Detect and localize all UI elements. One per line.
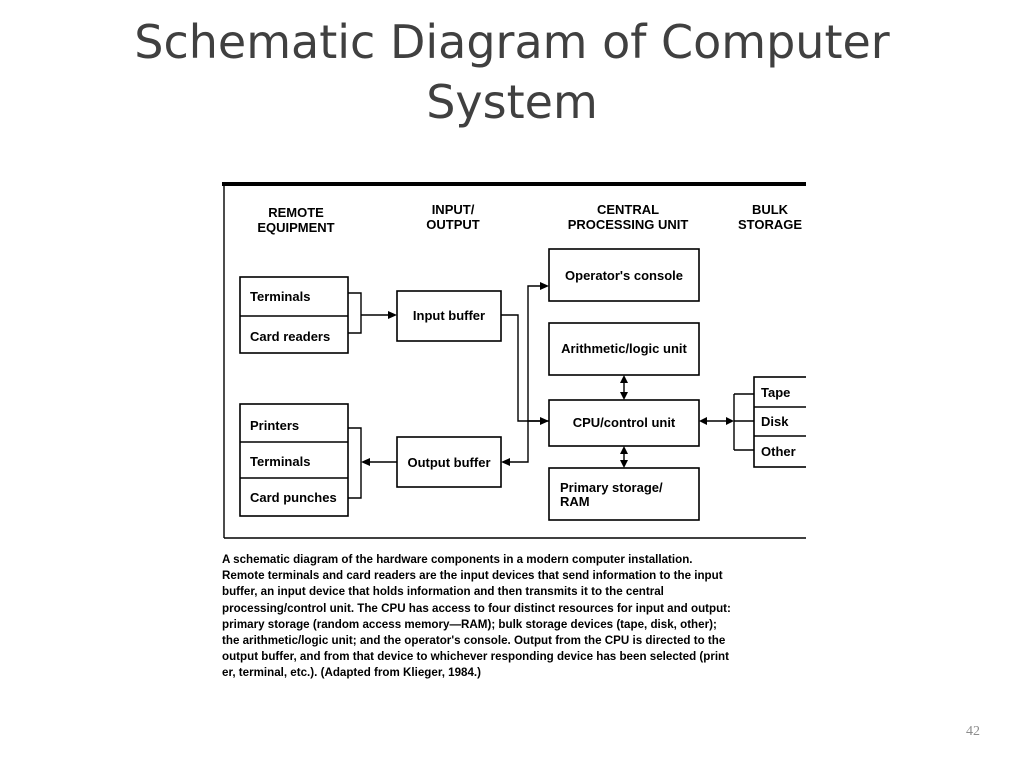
- bulk-storage-box: [753, 376, 806, 468]
- caption-line-2: Remote terminals and card readers are th…: [222, 569, 723, 583]
- primary-storage-label-line-2: RAM: [560, 494, 590, 509]
- output-bracket: [348, 427, 362, 499]
- input-devices-box: [239, 276, 349, 354]
- input-buffer-box: [396, 290, 502, 342]
- primary-storage-label-line-1: Primary storage/: [560, 480, 663, 495]
- caption-line-5: primary storage (random access memory—RA…: [222, 617, 717, 631]
- output-devices-box: [239, 403, 349, 517]
- arrowhead-cpu-bottom: [620, 446, 628, 454]
- alu-label: Arithmetic/logic unit: [561, 341, 687, 356]
- caption-line-6: the arithmetic/logic unit; and the opera…: [222, 634, 726, 648]
- header-io-line-2: OUTPUT: [426, 217, 480, 232]
- slide-title-line-2: System: [426, 75, 598, 129]
- input-bracket: [348, 292, 362, 334]
- slide-title-line-1: Schematic Diagram of Computer: [134, 15, 890, 69]
- cpu-to-console-line: [527, 285, 540, 421]
- arrowhead-output-buffer: [501, 458, 510, 466]
- output-device-card-punches: Card punches: [250, 490, 337, 505]
- page-number: 42: [966, 724, 980, 739]
- arrowhead-console: [540, 282, 549, 290]
- slide-title: Schematic Diagram of Computer System: [0, 12, 1024, 132]
- output-buffer-box: [396, 436, 502, 488]
- output-device-printers: Printers: [250, 418, 299, 433]
- cpu-box: [548, 399, 700, 447]
- operator-console-box: [548, 248, 700, 302]
- arrowhead-cpu-right: [699, 417, 707, 425]
- primary-storage-box: [548, 467, 700, 521]
- header-bulk-line-1: BULK: [752, 202, 789, 217]
- alu-box: [548, 322, 700, 376]
- schematic-figure: REMOTE EQUIPMENT INPUT/ OUTPUT CENTRAL P…: [222, 180, 806, 690]
- header-remote-line-1: REMOTE: [268, 205, 324, 220]
- caption-line-7: output buffer, and from that device to w…: [222, 650, 729, 664]
- output-buffer-label: Output buffer: [407, 455, 490, 470]
- arrowhead-bulk: [726, 417, 734, 425]
- header-cpu-line-2: PROCESSING UNIT: [568, 217, 689, 232]
- bulk-device-disk: Disk: [761, 414, 789, 429]
- cpu-label: CPU/control unit: [573, 415, 676, 430]
- schematic-diagram: REMOTE EQUIPMENT INPUT/ OUTPUT CENTRAL P…: [222, 182, 806, 539]
- header-bulk-line-2: STORAGE: [738, 217, 802, 232]
- caption-line-1: A schematic diagram of the hardware comp…: [222, 553, 693, 566]
- input-device-card-readers: Card readers: [250, 329, 330, 344]
- header-io-line-1: INPUT/: [432, 202, 475, 217]
- arrowhead-primary-storage: [620, 460, 628, 468]
- caption-line-8: er, terminal, etc.). (Adapted from Klieg…: [222, 666, 482, 680]
- arrowhead-input-buffer: [388, 311, 397, 319]
- arrowhead-alu: [620, 375, 628, 383]
- caption-line-4: processing/control unit. The CPU has acc…: [222, 601, 731, 615]
- output-device-terminals: Terminals: [250, 454, 310, 469]
- bulk-device-tape: Tape: [761, 385, 790, 400]
- operator-console-label: Operator's console: [565, 268, 683, 283]
- header-cpu-line-1: CENTRAL: [597, 202, 659, 217]
- input-buffer-to-cpu-line: [501, 314, 540, 422]
- caption-line-3: buffer, an input device that holds infor…: [222, 585, 664, 599]
- figure-caption: A schematic diagram of the hardware comp…: [222, 552, 806, 682]
- header-remote-line-2: EQUIPMENT: [257, 220, 334, 235]
- bulk-device-other: Other: [761, 444, 796, 459]
- input-buffer-label: Input buffer: [413, 308, 485, 323]
- arrowhead-cpu-top: [620, 392, 628, 400]
- input-device-terminals: Terminals: [250, 289, 310, 304]
- arrowhead-output-devices: [361, 458, 370, 466]
- cpu-to-output-buffer-line: [510, 420, 549, 463]
